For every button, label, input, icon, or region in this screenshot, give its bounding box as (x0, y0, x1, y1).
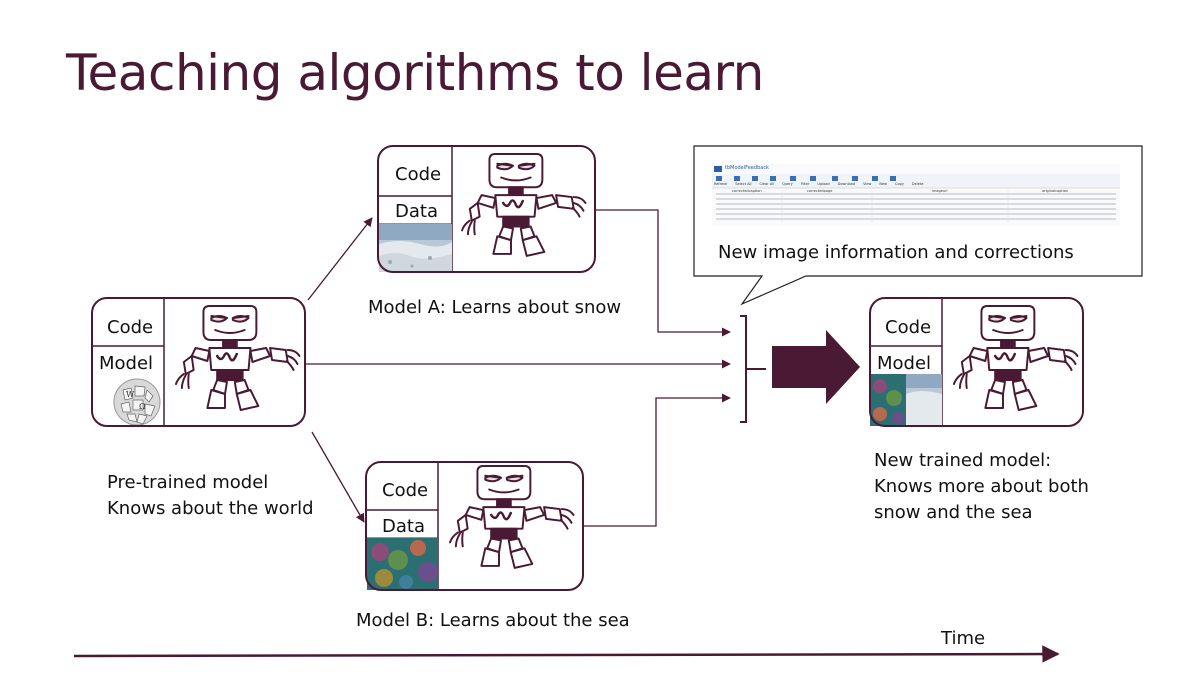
toolbar-item: Select All (735, 182, 752, 186)
pretrained-model-box (91, 297, 306, 427)
table-title: tbModelFeedback (725, 165, 769, 171)
model-b-data-label: Data (382, 516, 425, 537)
slide-title: Teaching algorithms to learn (66, 44, 764, 102)
toolbar-item: Clear All (759, 182, 775, 186)
pretrained-model-label: Model (99, 353, 154, 374)
model-b-box-internals (366, 462, 575, 590)
toolbar-item: Copy (895, 182, 904, 186)
svg-text:Ω: Ω (139, 402, 146, 411)
result-arrow-icon (772, 330, 860, 404)
toolbar-item: Query (782, 182, 793, 186)
wikipedia-globe-icon: W Ω (113, 378, 161, 426)
new-model-caption-line3: snow and the sea (874, 502, 1033, 523)
new-model-code-label: Code (885, 317, 932, 338)
timeline-arrow (73, 645, 1060, 663)
model-a-box (377, 145, 596, 273)
toolbar-item: Filter (800, 182, 810, 186)
new-model-caption-line1: New trained model: (874, 450, 1052, 471)
model-a-data-label: Data (395, 201, 438, 222)
table-screenshot: tbModelFeedback Refresh Select All Clear… (712, 164, 1120, 226)
column-header: correctedcaption (732, 189, 762, 193)
pretrained-caption-line1: Pre-trained model (107, 472, 269, 493)
connector-arrows (306, 209, 731, 527)
column-header: originalcaption (1042, 189, 1069, 193)
model-b-box (365, 461, 584, 591)
pretrained-code-label: Code (107, 317, 154, 338)
toolbar-item: Upload (817, 182, 830, 186)
pretrained-box-internals: W Ω (92, 298, 301, 426)
table-toolbar: Refresh Select All Clear All Query Filte… (714, 182, 923, 186)
time-label: Time (941, 628, 986, 649)
new-model-box (869, 297, 1084, 427)
column-header: imageurl (932, 189, 948, 193)
column-header: correctedpage (807, 189, 833, 193)
pretrained-caption-line2: Knows about the world (107, 498, 314, 519)
model-a-caption: Model A: Learns about snow (368, 297, 622, 318)
toolbar-item: Download (837, 182, 856, 186)
svg-text:W: W (126, 390, 135, 399)
toolbar-item: Delete (911, 182, 924, 186)
sea-image (367, 538, 438, 590)
toolbar-item: New (879, 182, 888, 186)
model-b-caption: Model B: Learns about the sea (356, 610, 630, 631)
toolbar-item: View (863, 182, 872, 186)
model-b-code-label: Code (382, 480, 429, 501)
callout-text: New image information and corrections (718, 242, 1074, 263)
merge-bracket (740, 315, 766, 423)
new-model-model-label: Model (877, 353, 932, 374)
model-a-code-label: Code (395, 164, 442, 185)
toolbar-item: Refresh (714, 182, 728, 186)
new-model-caption-line2: Knows more about both (874, 476, 1089, 497)
